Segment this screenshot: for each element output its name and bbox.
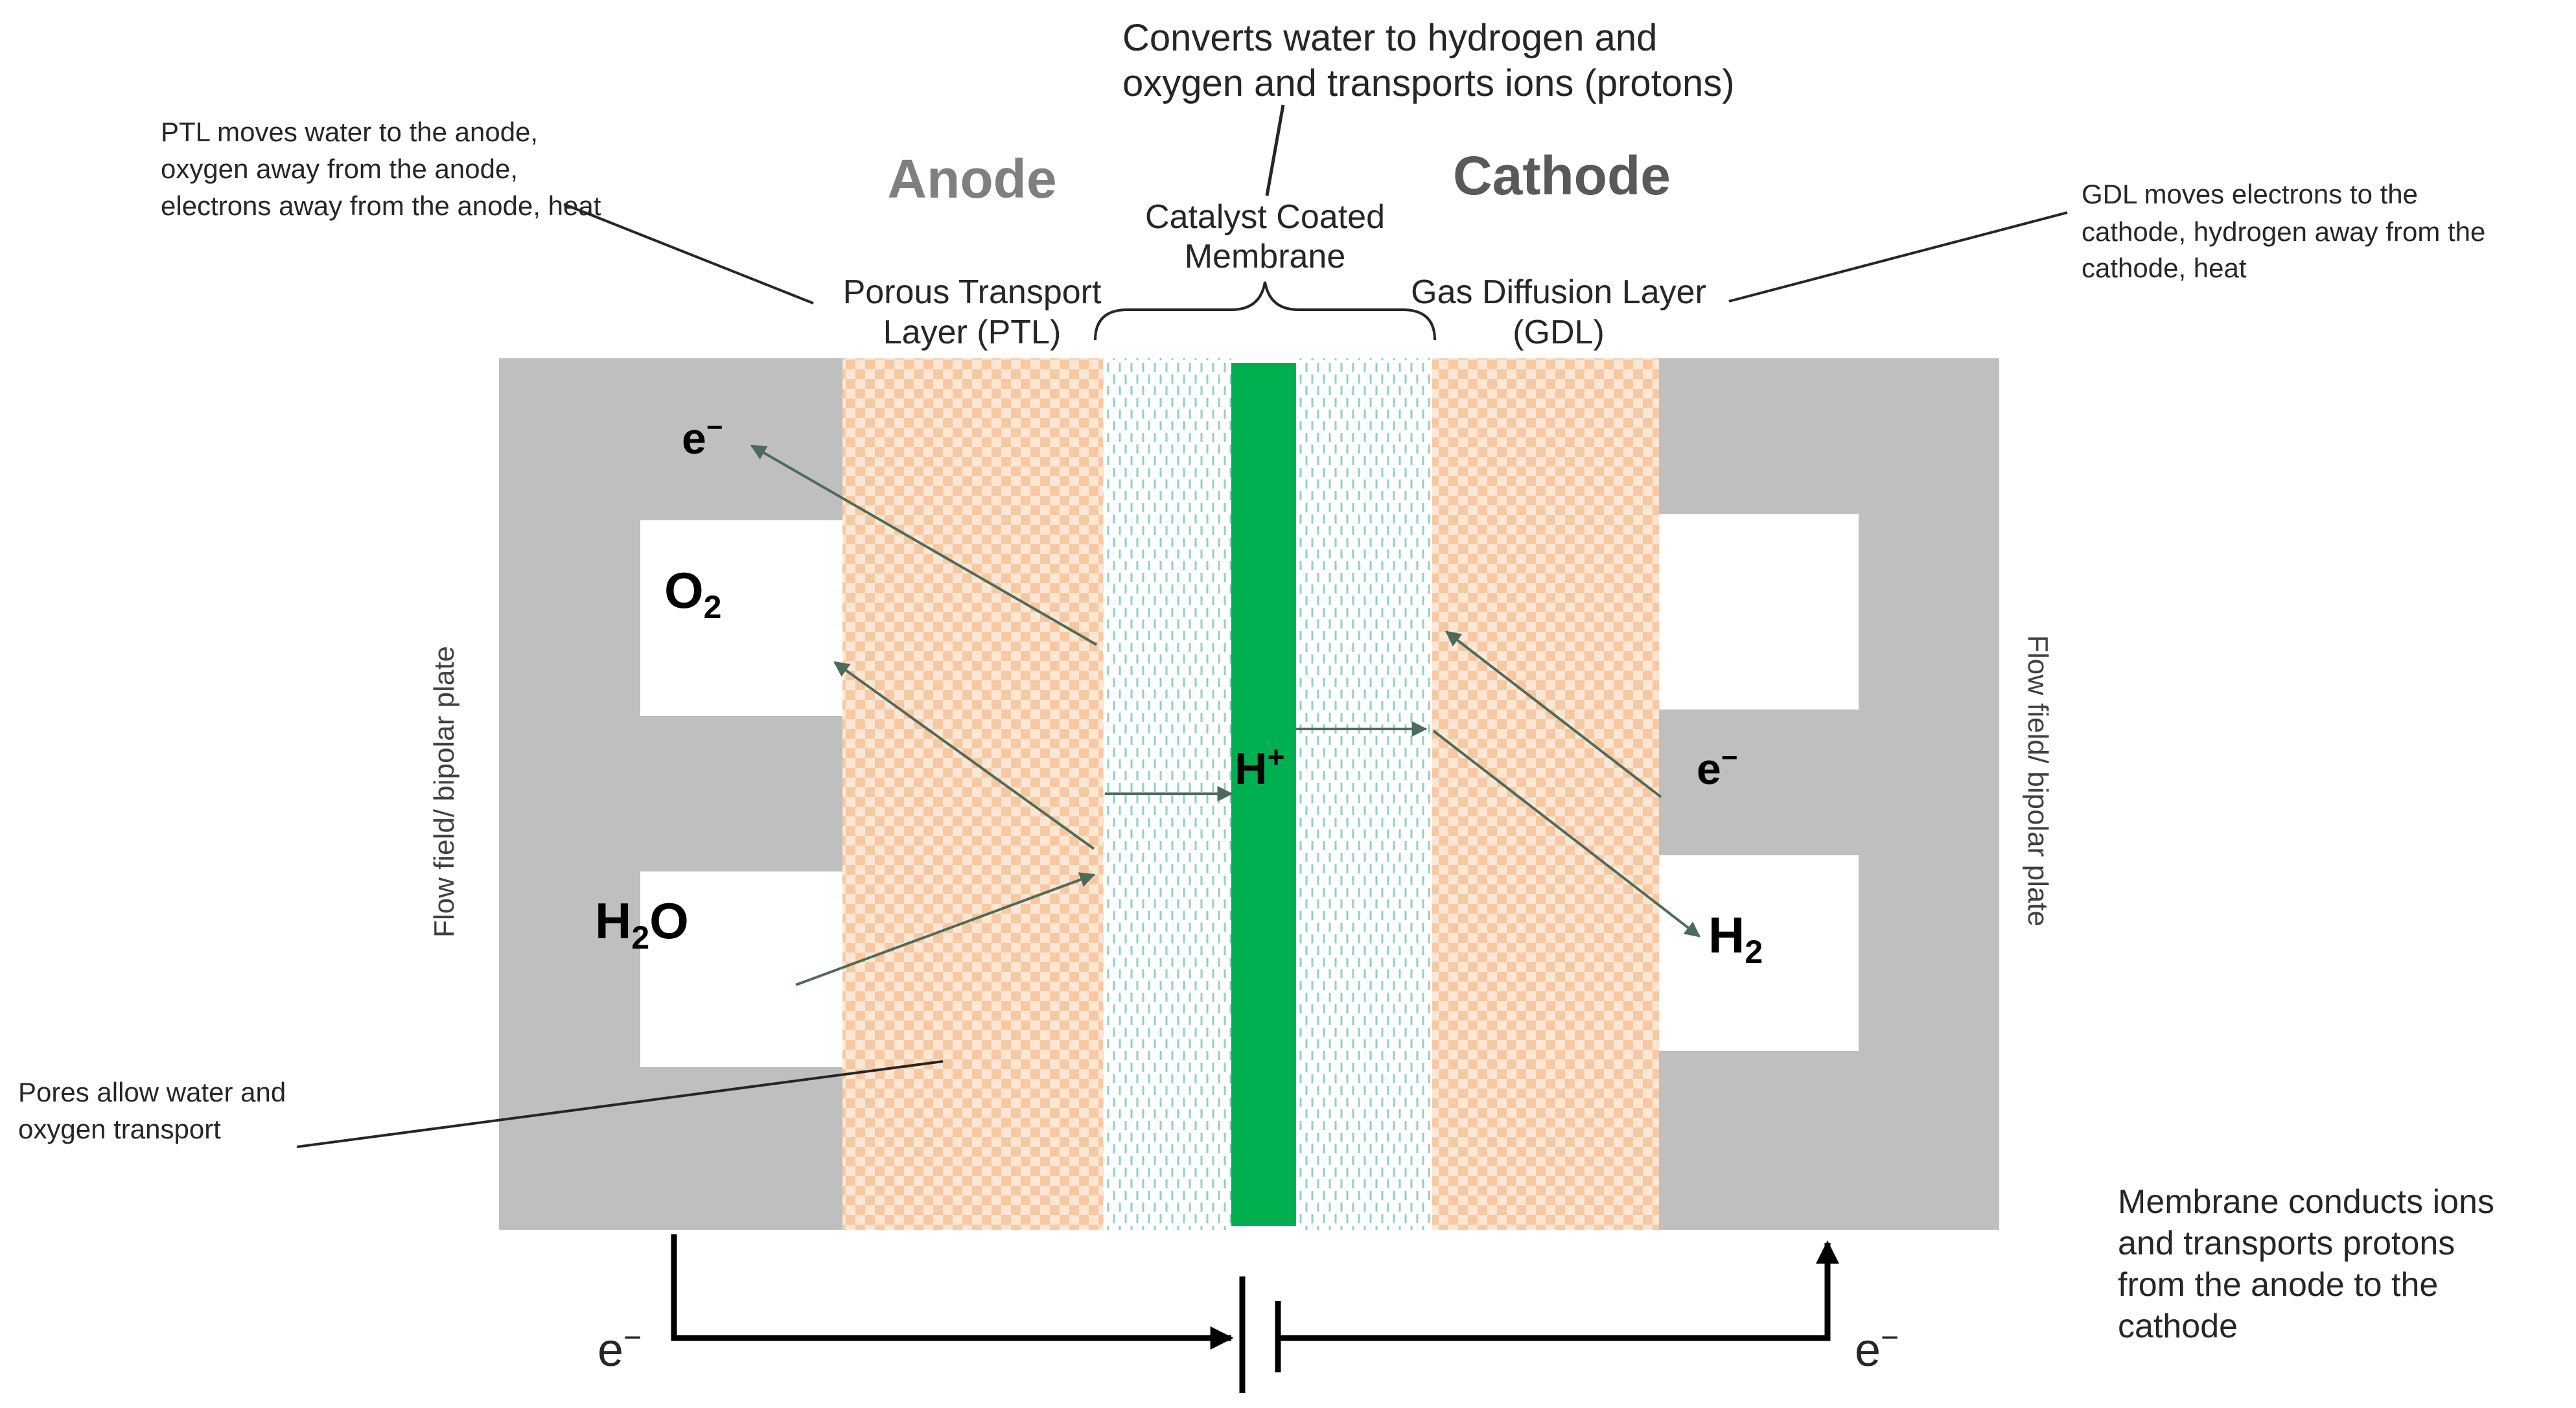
flow-arrows (750, 444, 1700, 986)
arrow-electron-to-cathode (1445, 630, 1662, 798)
ccm-function-line2: oxygen and transports ions (protons) (1122, 62, 1735, 104)
cell-stack (499, 358, 1999, 1230)
arrow-oxygen-to-channel (833, 661, 1095, 850)
cathode-title: Cathode (1453, 145, 1671, 206)
pores-note-line1: Pores allow water and (18, 1077, 286, 1107)
circuit-anode-wire (671, 1234, 1234, 1350)
right-plate-label: Flow field/ bipolar plate (2022, 635, 2054, 927)
gdl-note-line3: cathode, heat (2082, 253, 2247, 283)
arrow-hydrogen-to-channel (1432, 730, 1700, 938)
anode-channel-oxygen (640, 520, 842, 716)
anode-channel-water (640, 871, 842, 1067)
arrow-water-to-catalyst (795, 872, 1096, 986)
proton-label: H+ (1235, 740, 1284, 794)
external-circuit (671, 1234, 1839, 1393)
cathode-electron-label: e− (1697, 742, 1738, 794)
gdl-note-leader (1728, 211, 2068, 303)
ptl-note-line3: electrons away from the anode, heat (161, 190, 601, 221)
cathode-channel-upper (1659, 514, 1859, 710)
hydrogen-label: H2 (1708, 906, 1763, 970)
circuit-electron-left: e− (598, 1321, 642, 1376)
membrane-note-line2: and transports protons (2118, 1225, 2455, 1262)
ptl-label-line2: Layer (PTL) (883, 314, 1062, 351)
anode-title: Anode (887, 148, 1056, 209)
anode-electron-label: e− (682, 411, 723, 463)
cathode-bipolar-plate (1659, 358, 1999, 1230)
gdl-label-line2: (GDL) (1513, 314, 1605, 351)
pores-note-line2: oxygen transport (18, 1114, 221, 1144)
porous-transport-layer (842, 358, 1103, 1230)
arrow-electron-to-plate (750, 444, 1097, 646)
proton-exchange-membrane (1231, 363, 1296, 1226)
membrane-note-line4: cathode (2118, 1308, 2238, 1345)
cathode-catalyst-layer (1296, 358, 1432, 1230)
ccm-label-line1: Catalyst Coated (1145, 198, 1385, 236)
ccm-function-pointer (1265, 104, 1285, 196)
ccm-function-line1: Converts water to hydrogen and (1122, 17, 1657, 59)
circuit-electron-right: e− (1855, 1321, 1899, 1376)
left-plate-label: Flow field/ bipolar plate (428, 646, 460, 938)
gas-diffusion-layer (1432, 358, 1659, 1230)
ccm-brace (1094, 281, 1436, 341)
anode-bipolar-plate (499, 358, 842, 1230)
gdl-label-line1: Gas Diffusion Layer (1411, 273, 1706, 311)
membrane-note-line1: Membrane conducts ions (2118, 1183, 2494, 1221)
pores-note-leader (296, 1060, 944, 1148)
circuit-cathode-wire (1278, 1240, 1839, 1341)
water-label: H2O (595, 892, 689, 956)
ptl-note-line2: oxygen away from the anode, (161, 154, 518, 184)
ccm-label-line2: Membrane (1185, 238, 1346, 275)
ptl-label-line1: Porous Transport (843, 273, 1102, 311)
gdl-note-line1: GDL moves electrons to the (2082, 179, 2418, 209)
ptl-note-line1: PTL moves water to the anode, (161, 117, 538, 147)
cathode-channel-hydrogen (1659, 855, 1859, 1051)
membrane-note-line3: from the anode to the (2118, 1266, 2438, 1304)
ptl-note-leader (563, 203, 814, 305)
oxygen-label: O2 (664, 562, 721, 625)
gdl-note-line2: cathode, hydrogen away from the (2082, 216, 2485, 247)
